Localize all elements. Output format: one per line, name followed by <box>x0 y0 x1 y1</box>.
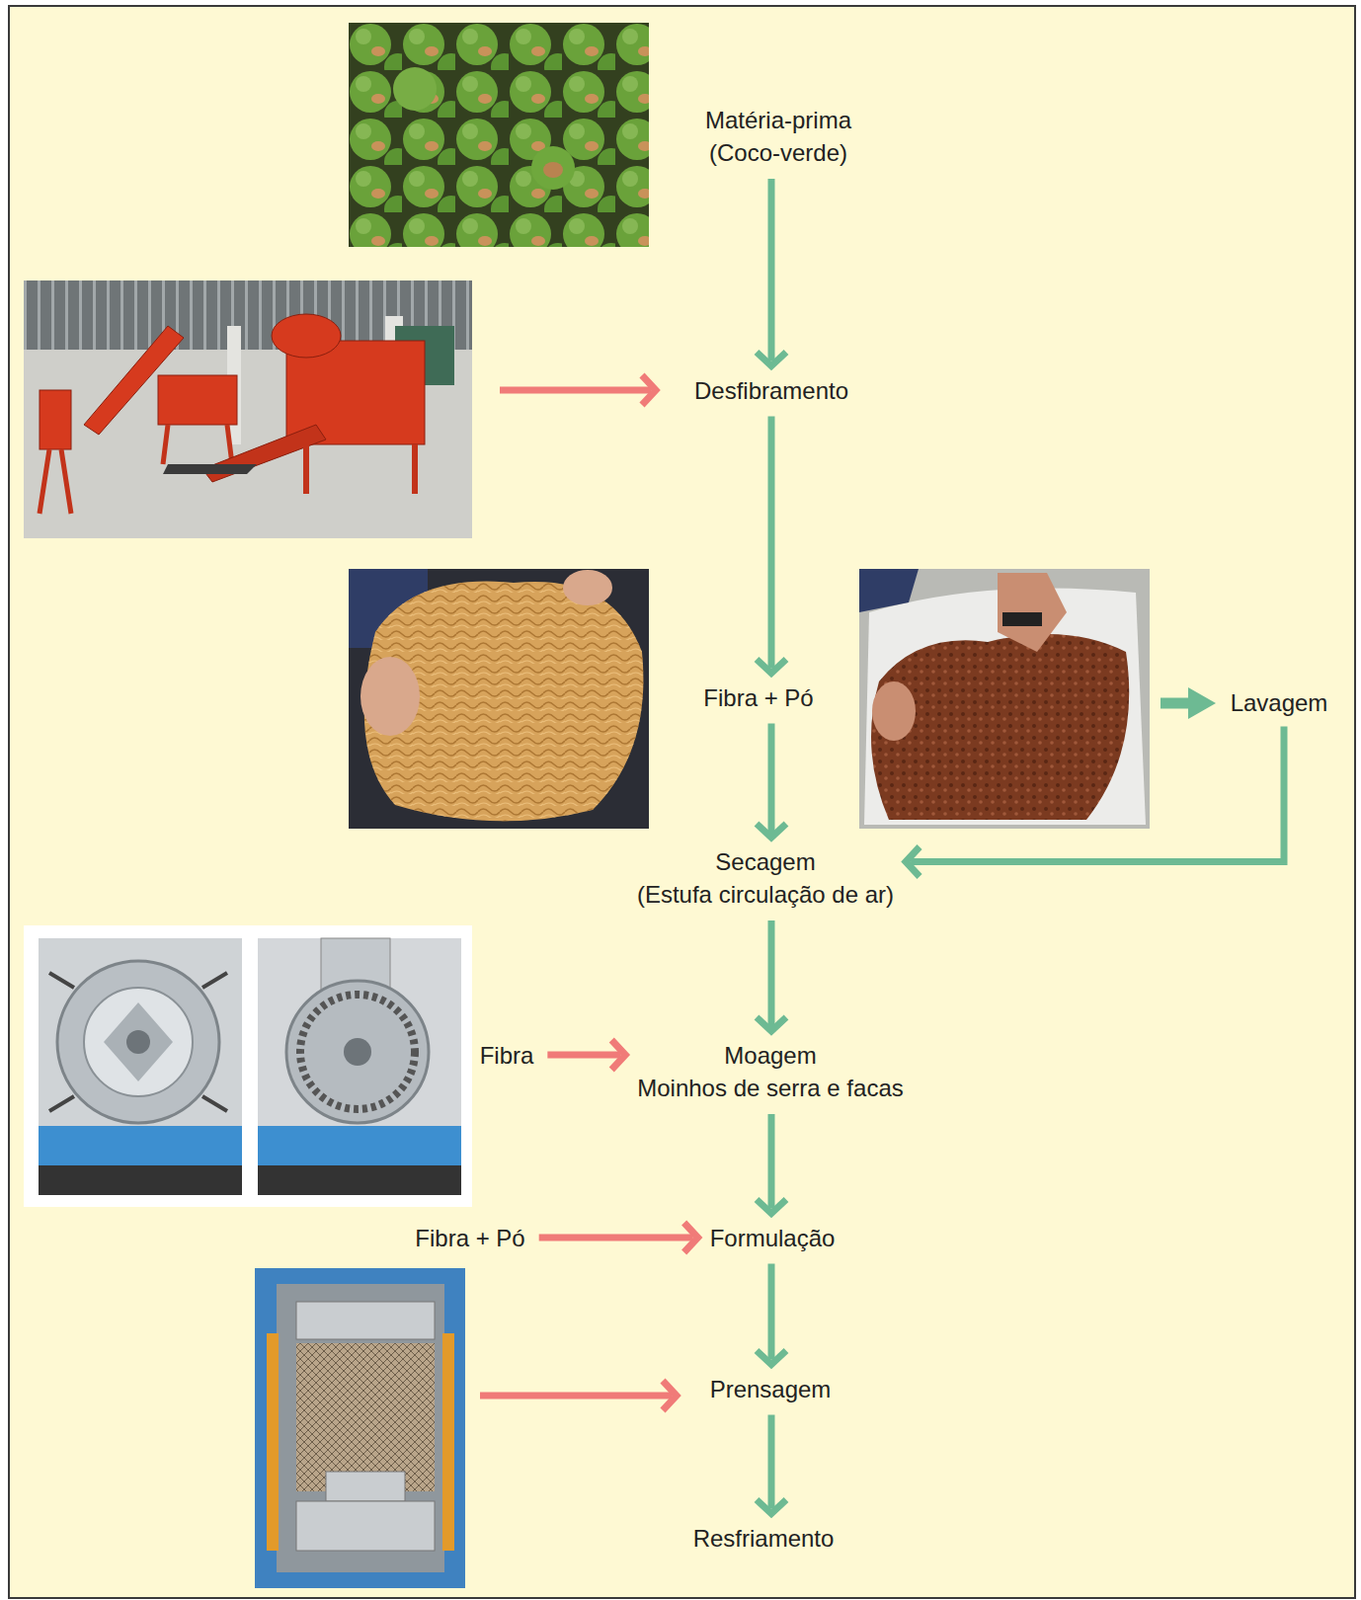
arrow-line <box>539 1234 694 1242</box>
step-label: Fibra + Pó <box>703 681 813 715</box>
flow-arrow <box>756 920 787 1032</box>
process-step: Fibra + Pó <box>699 679 817 717</box>
flow-arrow <box>756 416 787 674</box>
press-photo <box>254 1268 466 1589</box>
process-step: MoagemMoinhos de serra e facas <box>633 1037 907 1107</box>
step-label: Moinhos de serra e facas <box>637 1071 903 1105</box>
process-step: Matéria-prima (Coco-verde) <box>675 101 881 171</box>
wash-arrow-head <box>1188 687 1216 720</box>
step-label: (Estufa circulação de ar) <box>637 878 894 911</box>
step-label: Desfibramento <box>694 374 849 407</box>
arrow-line <box>547 1051 621 1059</box>
step-label: Prensagem <box>710 1372 832 1406</box>
fiber-photo <box>348 568 649 829</box>
process-step: Prensagem <box>706 1370 836 1408</box>
step-label: Matéria-prima (Coco-verde) <box>679 103 878 169</box>
step-label: Fibra <box>480 1039 535 1072</box>
step-label: Secagem <box>637 845 894 879</box>
step-label: Lavagem <box>1230 686 1329 720</box>
arrow-line <box>768 416 776 669</box>
arrow-line <box>910 726 1284 863</box>
arrow-line <box>768 920 776 1027</box>
mill-photos <box>23 925 473 1207</box>
flow-arrow <box>905 726 1284 878</box>
coconut-photo <box>348 22 649 247</box>
flow-arrow <box>756 1264 787 1365</box>
wash-arrow <box>1160 698 1192 710</box>
process-step: Lavagem <box>1226 684 1333 721</box>
machine-photo <box>23 280 473 539</box>
process-step: Resfriamento <box>689 1520 839 1557</box>
flow-arrow <box>756 723 787 839</box>
arrow-line <box>768 178 776 362</box>
process-step: Formulação <box>706 1219 840 1257</box>
step-label: Moagem <box>637 1039 903 1072</box>
flow-arrow <box>547 1040 626 1070</box>
arrow-line <box>768 1114 776 1209</box>
step-label: Resfriamento <box>693 1521 835 1555</box>
step-label: Fibra + Pó <box>414 1221 525 1255</box>
flow-arrow <box>756 1415 787 1515</box>
dust-photo <box>859 568 1150 829</box>
process-step: Fibra <box>476 1037 539 1074</box>
flow-arrow <box>756 178 787 367</box>
process-step: Desfibramento <box>690 372 853 409</box>
arrow-line <box>768 1415 776 1510</box>
process-step: Fibra + Pó <box>410 1219 529 1257</box>
flow-arrow <box>539 1222 699 1253</box>
arrow-line <box>768 1264 776 1361</box>
arrow-line <box>768 723 776 834</box>
process-step: Secagem(Estufa circulação de ar) <box>633 843 898 913</box>
step-label: Formulação <box>710 1221 836 1255</box>
page-frame <box>7 4 1357 1600</box>
flow-arrow <box>756 1114 787 1214</box>
